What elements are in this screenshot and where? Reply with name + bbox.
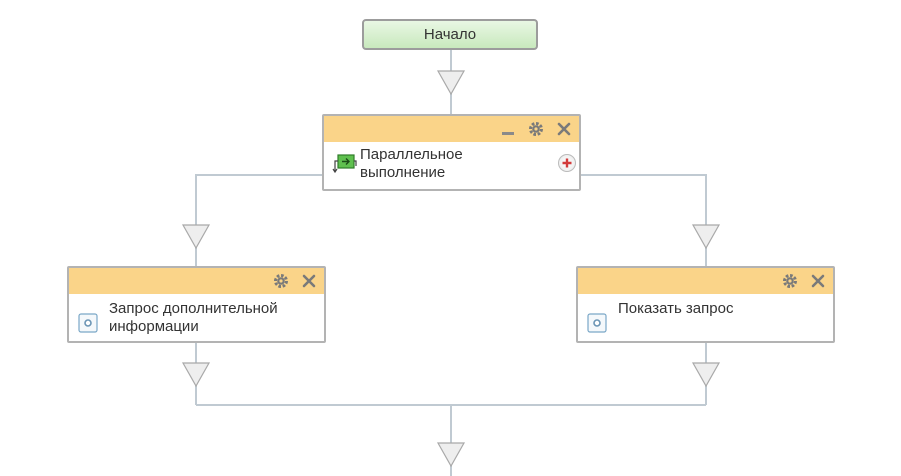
parallel-execution-block[interactable]: Параллельное выполнение: [322, 114, 581, 191]
title-line: Показать запрос: [618, 300, 734, 317]
arrow-down-icon: [181, 362, 211, 388]
arrow-down-icon: [691, 224, 721, 250]
add-branch-button[interactable]: [558, 154, 576, 172]
arrow-down-icon: [181, 224, 211, 250]
gear-icon[interactable]: [272, 272, 290, 290]
arrow-down-icon: [436, 70, 466, 96]
request-info-title: Запрос дополнительной информации: [109, 300, 278, 336]
parallel-execution-icon: [332, 154, 358, 179]
gear-icon[interactable]: [781, 272, 799, 290]
minimize-icon[interactable]: [499, 120, 517, 138]
parallel-execution-title: Параллельное выполнение: [360, 146, 463, 182]
action-icon: [78, 313, 98, 338]
show-request-block[interactable]: Показать запрос: [576, 266, 835, 343]
close-icon[interactable]: [300, 272, 318, 290]
plus-icon: [562, 158, 572, 168]
close-icon[interactable]: [555, 120, 573, 138]
block-header: [578, 268, 833, 294]
close-icon[interactable]: [809, 272, 827, 290]
title-line: Запрос дополнительной: [109, 300, 278, 317]
title-line: выполнение: [360, 164, 446, 181]
connector-parallel-to-right: [580, 174, 707, 268]
title-line: информации: [109, 318, 199, 335]
connector-parallel-to-left: [195, 174, 323, 268]
block-header: [324, 116, 579, 142]
block-header: [69, 268, 324, 294]
start-node[interactable]: Начало: [362, 19, 538, 50]
arrow-down-icon: [691, 362, 721, 388]
title-line: Параллельное: [360, 146, 463, 163]
start-label: Начало: [423, 26, 477, 43]
gear-icon[interactable]: [527, 120, 545, 138]
request-info-block[interactable]: Запрос дополнительной информации: [67, 266, 326, 343]
show-request-title: Показать запрос: [618, 300, 733, 318]
arrow-down-icon: [436, 442, 466, 468]
action-icon: [587, 313, 607, 338]
